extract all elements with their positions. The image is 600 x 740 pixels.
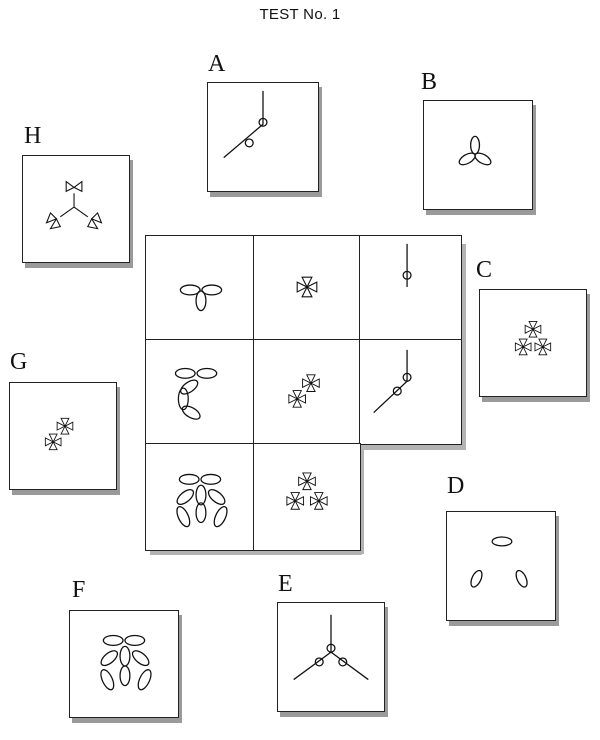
option-card-d[interactable] [446,511,556,621]
option-card-f[interactable] [69,610,179,718]
test-title: TEST No. 1 [259,6,341,23]
option-card-e[interactable] [277,602,385,712]
option-label-f: F [72,577,86,603]
option-g-figure [44,417,74,451]
double-cross-bow-figure [288,374,320,408]
option-card-b[interactable] [423,100,533,210]
triple-trefoil-ellipses-figure [176,473,228,528]
option-card-g[interactable] [9,382,117,490]
option-label-g: G [10,349,28,375]
matrix-cell-r1c1 [145,235,255,341]
cross-bow-figure [296,276,318,298]
option-card-a[interactable] [207,82,319,192]
option-d-figure [470,536,528,588]
matrix-cell-r2c1 [145,339,255,445]
option-label-h: H [24,123,42,149]
matrix-cell-r3c2 [253,443,361,551]
option-f-figure [100,634,152,691]
option-label-c: C [476,257,493,283]
option-c-figure [514,320,552,356]
matrix-cell-r1c2 [253,235,361,341]
option-card-h[interactable] [22,155,130,263]
option-h-figure [45,180,103,230]
option-a-figure [223,90,268,159]
option-b-figure [458,135,492,166]
option-card-c[interactable] [479,289,587,397]
triple-cross-bow-figure [286,472,328,510]
option-e-figure [293,614,369,681]
trefoil-ellipses-figure [179,284,223,312]
matrix-cell-r2c3 [359,339,462,445]
matrix-cell-r2c2 [253,339,361,445]
option-label-b: B [421,69,438,95]
option-label-e: E [278,571,293,597]
line-circle-figure [402,243,412,288]
option-label-d: D [447,473,465,499]
option-label-a: A [208,51,226,77]
double-trefoil-ellipses-figure [174,367,218,420]
matrix-cell-r1c3 [359,235,462,341]
bent-line-two-circles-figure [373,349,412,414]
matrix-cell-r3c1 [145,443,255,551]
